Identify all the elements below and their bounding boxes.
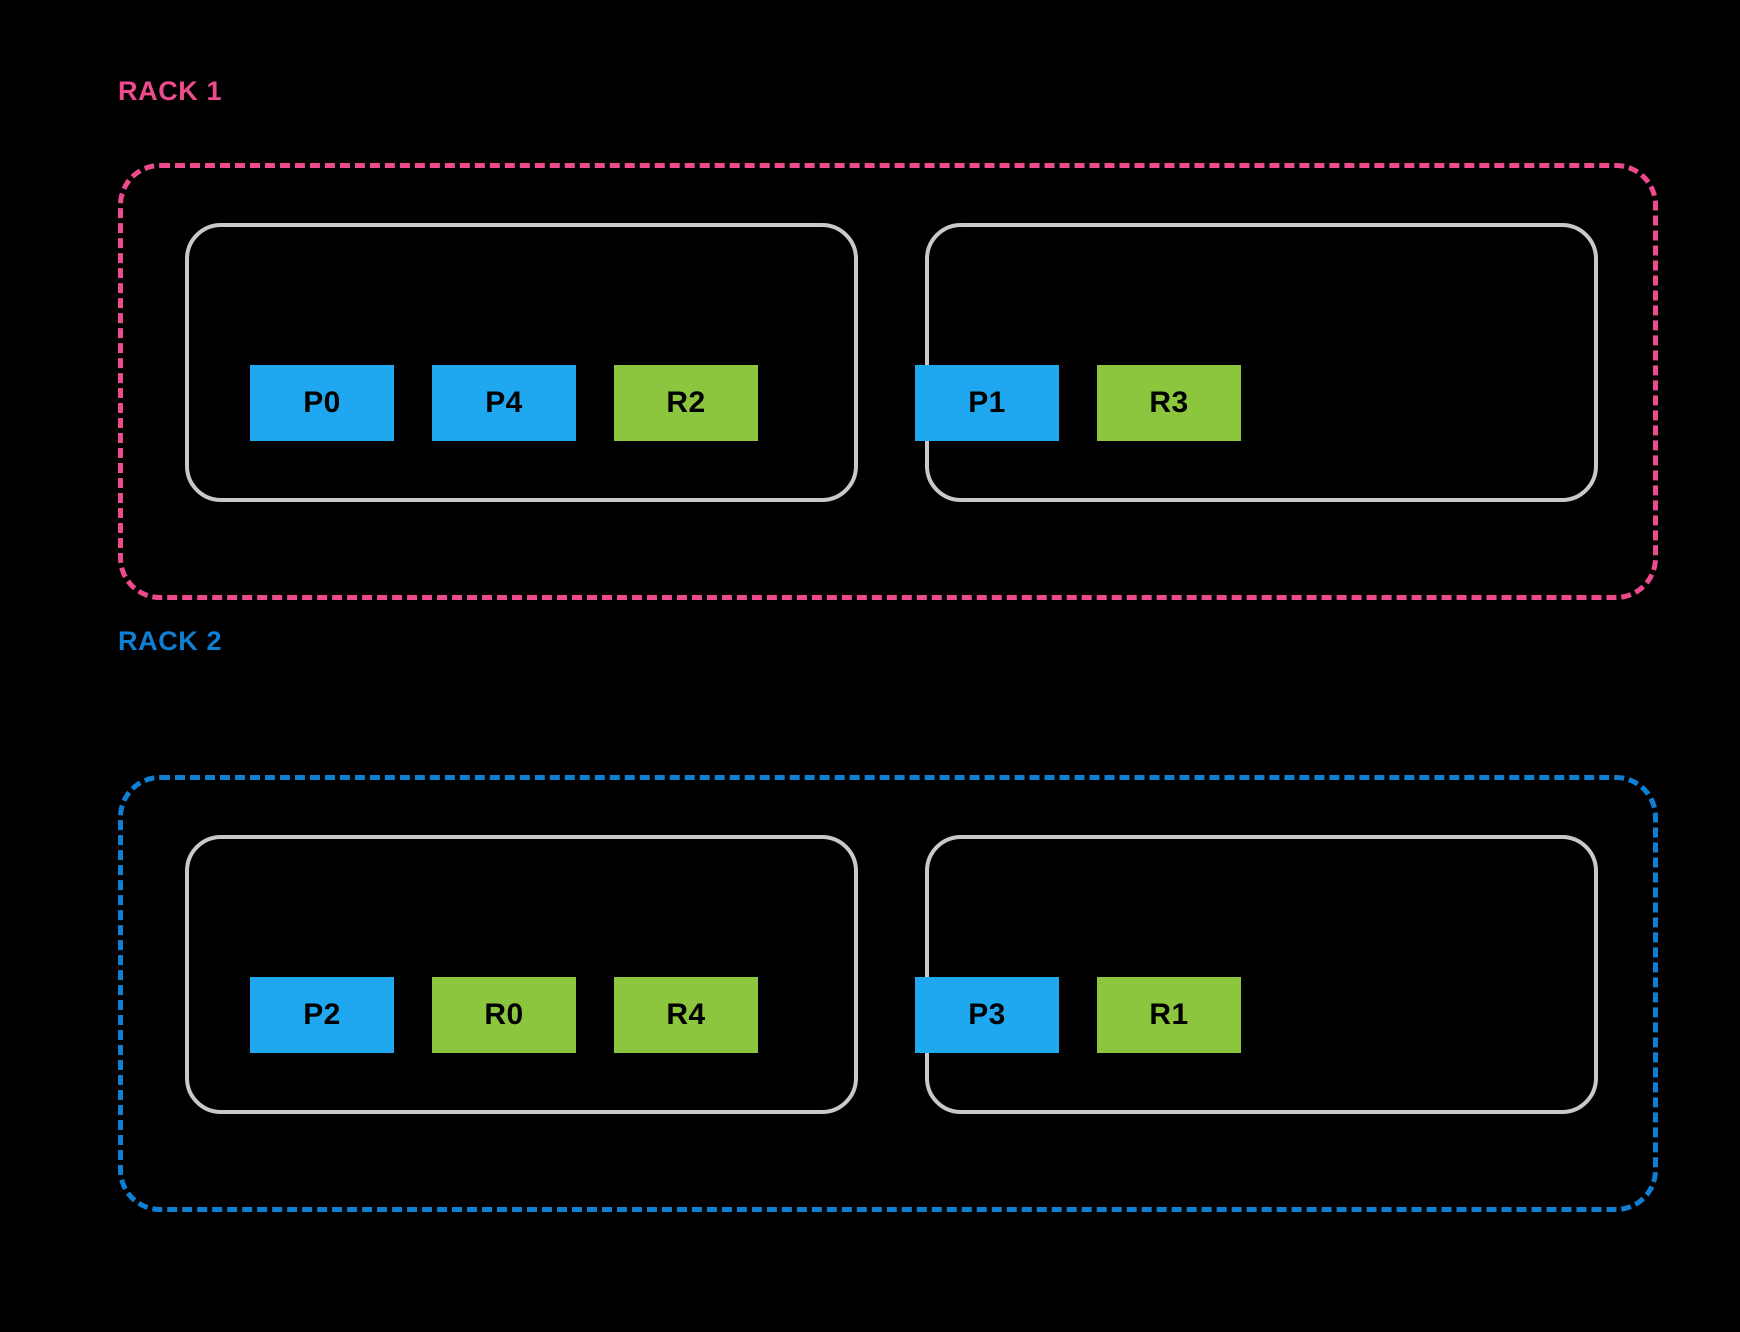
partition-chip-p0[interactable]: P0 [250,365,394,441]
chip-row-rack2-node2: P3 R1 [915,977,1241,1053]
replica-chip-r4[interactable]: R4 [614,977,758,1053]
replica-chip-r0[interactable]: R0 [432,977,576,1053]
chip-row-rack2-node1: P2 R0 R4 [250,977,758,1053]
node-box-rack2-1 [185,835,858,1114]
partition-chip-p1[interactable]: P1 [915,365,1059,441]
replica-chip-r2[interactable]: R2 [614,365,758,441]
rack-outline-1 [118,163,1658,600]
replica-chip-r1[interactable]: R1 [1097,977,1241,1053]
node-box-rack2-2 [925,835,1598,1114]
node-box-rack1-1 [185,223,858,502]
partition-chip-p2[interactable]: P2 [250,977,394,1053]
chip-row-rack1-node2: P1 R3 [915,365,1241,441]
rack-label-1: RACK 1 [118,76,223,106]
partition-chip-p4[interactable]: P4 [432,365,576,441]
node-box-rack1-2 [925,223,1598,502]
chip-row-rack1-node1: P0 P4 R2 [250,365,758,441]
rack-label-2: RACK 2 [118,626,223,656]
partition-chip-p3[interactable]: P3 [915,977,1059,1053]
rack-outline-2 [118,775,1658,1212]
replica-chip-r3[interactable]: R3 [1097,365,1241,441]
